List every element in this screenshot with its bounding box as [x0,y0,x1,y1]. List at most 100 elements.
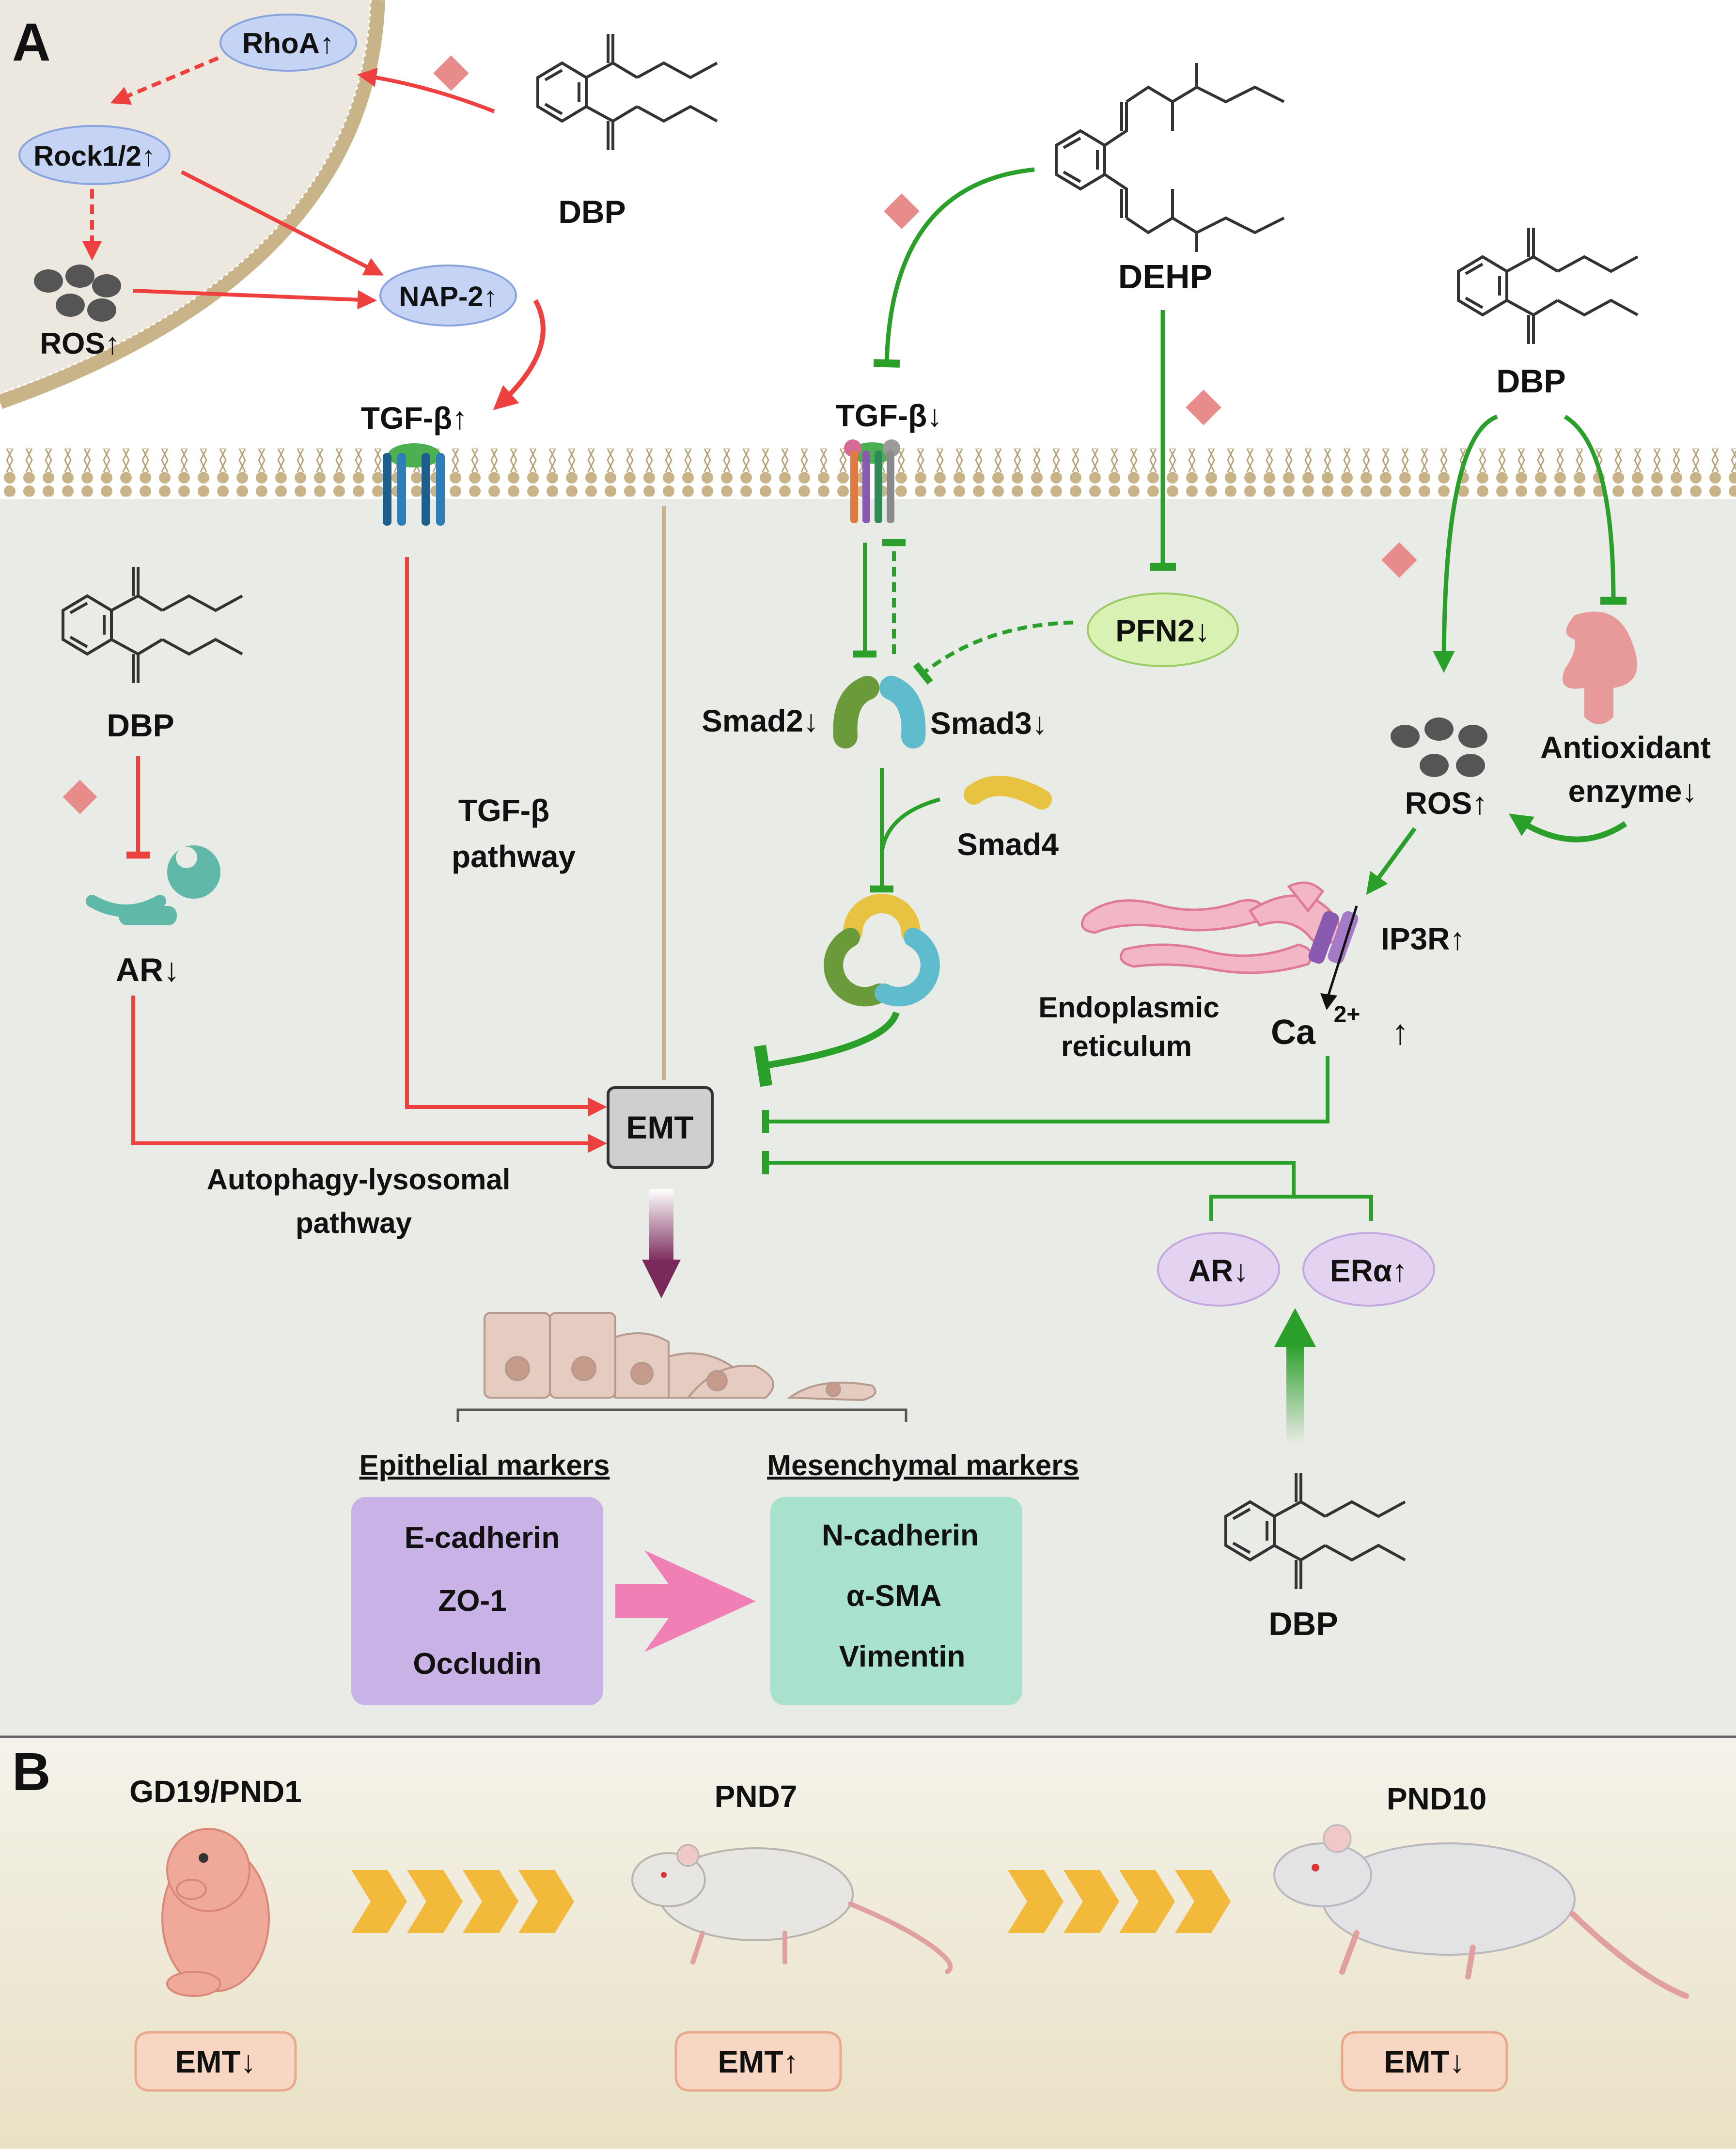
dbp-bottom-label: DBP [1268,1605,1338,1642]
autophagy-pathway-arrow [131,996,607,1153]
receptor-inhibit-emt-line [762,1151,1296,1197]
calcium-label-superscript: 2+ [1334,1002,1361,1028]
panel-a-letter: A [12,13,50,72]
ar-left-label: AR↓ [116,951,180,988]
exposure-diamond [433,55,469,91]
stage-label: GD19/PND1 [129,1774,302,1809]
ar-right-oval [1157,1232,1280,1307]
cell-transition-illustration [484,1312,876,1402]
dbp-molecule-right [1457,228,1639,344]
dbp-inhibit-enzyme-line [1564,415,1627,605]
ros-dots-right [1391,717,1487,777]
rhoa-oval [219,14,357,72]
nap2-to-tgf-arrow [493,299,546,410]
ip3r-label: IP3R↑ [1381,921,1465,956]
rock-oval [18,125,171,185]
pfn2-label: PFN2↓ [1115,613,1210,648]
tgf-left-label: TGF-β↑ [361,401,468,436]
er-line1: Endoplasmic [1038,991,1219,1024]
smad4-icon [964,776,1052,810]
smad2-3-complex [833,676,926,748]
mesenchymal-marker: N-cadherin [822,1519,979,1552]
transition-arrow [615,1550,756,1652]
dehp-label: DEHP [1118,258,1212,296]
pfn2-oval [1087,592,1239,667]
pfn2-inhibit-smad-line [913,621,1074,685]
exposure-diamond [1381,542,1417,578]
calcium-label-base: Ca [1271,1013,1316,1052]
panel-b-letter: B [12,1742,50,1802]
antioxidant-line1: Antioxidant [1540,730,1711,765]
mesenchymal-title: Mesenchymal markers [767,1449,1079,1481]
calcium-label-arrow: ↑ [1392,1013,1409,1052]
emt-badge-3: EMT↓ [1341,2031,1508,2092]
dbp-molecule-top [536,34,718,150]
epithelial-marker: Occludin [413,1647,541,1681]
rock-to-nap2-arrow [181,170,384,276]
ros-right-label: ROS↑ [1405,786,1488,821]
emt-stage-label: EMT↓ [1384,2044,1465,2079]
stage-label: PND10 [1387,1781,1486,1816]
bracket [456,1408,907,1422]
nap2-oval [379,265,517,327]
stage-label: PND7 [715,1779,798,1814]
ar-receptor-icon [86,845,220,925]
emt-badge-2: EMT↑ [674,2031,842,2092]
dbp-up-arrow-head [1274,1308,1316,1347]
complex-inhibit-emt-line [754,1011,900,1087]
newborn-pup-icon [161,1828,270,1997]
antioxidant-enzyme-icon [1563,611,1637,724]
exposure-diamond [1186,390,1221,425]
nap2-label: NAP-2↑ [399,281,497,312]
tgf-receptor-left [383,443,445,526]
epithelial-marker: E-cadherin [405,1521,560,1555]
smad3-label: Smad3↓ [930,706,1048,741]
er-line2: reticulum [1061,1030,1192,1062]
receptor-bracket [1209,1195,1373,1221]
dbp-molecule-left [62,567,243,683]
ros-to-nap2-arrow [133,289,377,310]
smad-complex-ring [824,894,940,1007]
ros-dots-left [34,265,121,322]
chevron-arrows-2 [1008,1870,1231,1933]
tgf-receptor-center [844,439,900,523]
dbp-up-arrow-shaft [1286,1344,1304,1444]
emt-box [607,1086,714,1169]
adult-rat-icon [1273,1824,1689,1999]
emt-label: EMT [626,1109,693,1145]
mesenchymal-box [770,1497,1022,1705]
smad2-label: Smad2↓ [702,703,819,738]
smad4-label: Smad4 [957,827,1059,862]
calcium-inhibit-emt-line [762,1056,1329,1133]
dehp-molecule [1055,63,1285,252]
epithelial-title: Epithelial markers [360,1449,610,1481]
ros-to-ip3r-arrow [1366,827,1417,895]
tgf-pathway-line1: TGF-β [458,793,549,828]
enzyme-to-ros-arrow [1509,813,1627,842]
rhoa-label: RhoA↑ [242,27,334,60]
dbp-to-rhoa-arrow [357,67,495,113]
chevron-arrows-1 [351,1870,574,1933]
ar-right-label: AR↓ [1189,1253,1249,1288]
emt-badge-1: EMT↓ [134,2031,297,2092]
ros-left-label: ROS↑ [40,327,120,360]
dbp-to-ros-arrow [1433,414,1498,673]
er-alpha-oval [1302,1232,1435,1307]
smad4-join-line [880,797,941,853]
emt-down-arrow-shaft [649,1189,673,1262]
calcium-release-arrow [1326,905,1358,998]
epithelial-marker: ZO-1 [438,1584,506,1618]
mesenchymal-marker: α-SMA [846,1579,942,1613]
tgf-center-label: TGF-β↓ [836,398,942,433]
tgf-pathway-arrow [405,557,607,1117]
autophagy-line1: Autophagy-lysosomal [207,1163,511,1196]
dbp-left-label: DBP [107,707,174,743]
mesenchymal-marker: Vimentin [839,1640,966,1673]
dbp-right-label: DBP [1496,363,1566,400]
emt-down-arrow-head [642,1260,681,1298]
er-alpha-label: ERα↑ [1330,1253,1408,1288]
autophagy-line2: pathway [296,1207,412,1239]
emt-stage-label: EMT↓ [175,2044,256,2079]
